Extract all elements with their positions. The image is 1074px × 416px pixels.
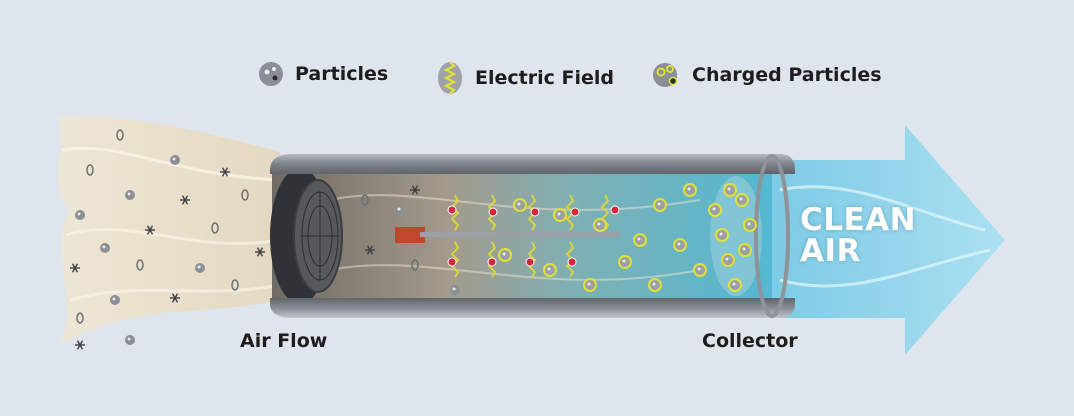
charged-particle — [553, 208, 567, 222]
electrode-mount — [395, 227, 425, 243]
dust-particle — [361, 194, 369, 206]
charged-particle — [673, 238, 687, 252]
dust-particle — [220, 167, 230, 177]
charged-particle — [653, 198, 667, 212]
dust-particle — [395, 205, 405, 215]
dust-particle — [145, 225, 155, 235]
charged-particle — [735, 193, 749, 207]
electrode-rod — [420, 232, 620, 237]
legend-particles: Particles — [257, 60, 388, 88]
charged-particle — [683, 183, 697, 197]
charged-particle — [728, 278, 742, 292]
fan-grille — [301, 191, 339, 281]
clean-air-label: CLEAN AIR — [800, 205, 916, 267]
charged-particle — [693, 263, 707, 277]
dust-particle — [75, 340, 85, 350]
clean-air-line2: AIR — [800, 233, 861, 269]
dust-particle — [170, 293, 180, 303]
charged-particle — [715, 228, 729, 242]
collector-label: Collector — [702, 330, 798, 352]
charged-particle — [593, 218, 607, 232]
electric-field-icon — [438, 61, 462, 95]
dust-particle — [116, 129, 124, 141]
particles-icon — [259, 62, 283, 86]
tube-top-shell — [270, 154, 795, 174]
legend-charged-particles-label: Charged Particles — [692, 64, 882, 86]
dust-particle — [125, 335, 135, 345]
charged-particle — [498, 248, 512, 262]
charged-particles-icon — [653, 63, 678, 87]
charged-particle — [743, 218, 757, 232]
dust-particle — [195, 263, 205, 273]
legend-electric-field-label: Electric Field — [475, 67, 614, 89]
dust-particle — [75, 210, 85, 220]
dust-particle — [136, 259, 144, 271]
dust-particle — [365, 245, 375, 255]
charged-particle — [723, 183, 737, 197]
collector-plate — [710, 176, 762, 296]
charged-particle — [618, 255, 632, 269]
positive-charges — [447, 205, 620, 267]
dust-particle — [86, 164, 94, 176]
charged-particle — [648, 278, 662, 292]
dust-particle — [411, 259, 419, 271]
dust-particle — [211, 222, 219, 234]
dust-particle — [231, 279, 239, 291]
charged-particle — [738, 243, 752, 257]
dust-particle — [170, 155, 180, 165]
charged-particle — [633, 233, 647, 247]
dust-particle — [110, 295, 120, 305]
dust-particle — [180, 195, 190, 205]
dust-particle — [76, 312, 84, 324]
charged-particle — [513, 198, 527, 212]
dust-particle — [450, 285, 460, 295]
dust-particle — [70, 263, 80, 273]
charged-particle — [583, 278, 597, 292]
charged-particle — [543, 263, 557, 277]
legend-particles-label: Particles — [295, 63, 389, 85]
dust-particle — [410, 185, 420, 195]
dust-particle — [125, 190, 135, 200]
charged-particle — [721, 253, 735, 267]
clean-air-arrow — [770, 125, 1005, 355]
legend-charged-particles: Charged Particles — [650, 60, 882, 90]
clean-air-line1: CLEAN — [800, 202, 917, 238]
air-flow-label: Air Flow — [240, 330, 328, 352]
dust-particle — [255, 247, 265, 257]
legend-electric-field: Electric Field — [435, 60, 614, 96]
tube-bottom-shell — [270, 298, 795, 318]
dust-particle — [241, 189, 249, 201]
charged-particle — [708, 203, 722, 217]
dust-particle — [100, 243, 110, 253]
